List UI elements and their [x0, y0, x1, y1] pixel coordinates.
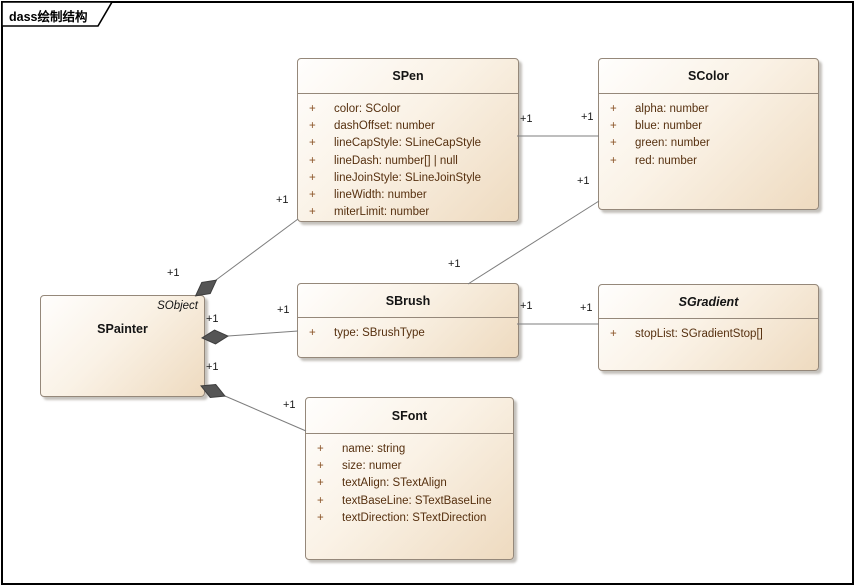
visibility-marker: +	[309, 119, 316, 132]
attribute-text: green: number	[635, 137, 710, 150]
visibility-marker: +	[309, 102, 316, 115]
multiplicity-label: +1	[276, 194, 289, 206]
attribute-row[interactable]: + dashOffset: number	[298, 117, 518, 134]
visibility-marker: +	[610, 327, 617, 340]
attribute-row[interactable]: + blue: number	[599, 117, 818, 134]
composition-diamond-icon	[200, 329, 230, 345]
attribute-row[interactable]: + color: SColor	[298, 100, 518, 117]
class-title: SFont	[306, 398, 513, 434]
attribute-text: size: numer	[342, 459, 402, 472]
attribute-row[interactable]: + textBaseLine: STextBaseLine	[306, 492, 513, 509]
multiplicity-label: +1	[206, 313, 219, 325]
visibility-marker: +	[317, 477, 324, 490]
attribute-row[interactable]: + red: number	[599, 152, 818, 169]
connector-spainter-sbrush[interactable]	[227, 330, 299, 337]
class-spen[interactable]: SPen + color: SColor + dashOffset: number …	[297, 58, 519, 222]
attribute-compartment: + alpha: number + blue: number + green: num…	[599, 94, 818, 169]
visibility-marker: +	[309, 171, 316, 184]
composition-diamond-icon	[194, 279, 218, 297]
stereotype-label: SObject	[157, 300, 198, 312]
class-title: SColor	[599, 59, 818, 94]
connector-sbrush-scolor[interactable]	[467, 200, 600, 285]
multiplicity-label: +1	[577, 175, 590, 187]
attribute-text: name: string	[342, 442, 406, 455]
visibility-marker: +	[610, 102, 617, 115]
attribute-row[interactable]: + size: numer	[306, 457, 513, 474]
visibility-marker: +	[309, 189, 316, 202]
attribute-row[interactable]: + lineWidth: number	[298, 186, 518, 203]
class-title: SPen	[298, 59, 518, 94]
attribute-text: blue: number	[635, 119, 703, 132]
visibility-marker: +	[309, 206, 316, 219]
multiplicity-label: +1	[448, 258, 461, 270]
attribute-compartment: + name: string + size: numer + textAlign: S…	[306, 434, 513, 526]
class-title: SGradient	[599, 285, 818, 319]
attribute-row[interactable]: + lineDash: number[] | null	[298, 152, 518, 169]
multiplicity-label: +1	[277, 304, 290, 316]
class-sbrush[interactable]: SBrush + type: SBrushType	[297, 283, 519, 358]
visibility-marker: +	[309, 154, 316, 167]
class-sgradient[interactable]: SGradient + stopList: SGradientStop[]	[598, 284, 819, 371]
attribute-text: textAlign: STextAlign	[342, 477, 447, 490]
multiplicity-label: +1	[206, 361, 219, 373]
attribute-text: miterLimit: number	[334, 206, 430, 219]
multiplicity-label: +1	[580, 302, 593, 314]
visibility-marker: +	[317, 442, 324, 455]
attribute-text: type: SBrushType	[334, 326, 425, 339]
attribute-text: stopList: SGradientStop[]	[635, 327, 763, 340]
attribute-row[interactable]: + name: string	[306, 440, 513, 457]
attribute-row[interactable]: + lineCapStyle: SLineCapStyle	[298, 135, 518, 152]
visibility-marker: +	[317, 494, 324, 507]
visibility-marker: +	[610, 119, 617, 132]
attribute-text: lineJoinStyle: SLineJoinStyle	[334, 171, 482, 184]
multiplicity-label: +1	[167, 267, 180, 279]
attribute-text: dashOffset: number	[334, 119, 435, 132]
class-title: SBrush	[298, 284, 518, 318]
attribute-row[interactable]: + green: number	[599, 135, 818, 152]
attribute-text: red: number	[635, 154, 698, 167]
attribute-row[interactable]: + alpha: number	[599, 100, 818, 117]
attribute-text: textBaseLine: STextBaseLine	[342, 494, 492, 507]
attribute-row[interactable]: + miterLimit: number	[298, 204, 518, 221]
multiplicity-label: +1	[520, 300, 533, 312]
visibility-marker: +	[317, 459, 324, 472]
visibility-marker: +	[610, 137, 617, 150]
attribute-row[interactable]: + textDirection: STextDirection	[306, 509, 513, 526]
composition-diamond-icon	[200, 384, 226, 398]
visibility-marker: +	[309, 137, 316, 150]
connector-spainter-spen[interactable]	[215, 218, 299, 281]
class-title: SPainter	[97, 322, 148, 336]
attribute-row[interactable]: + lineJoinStyle: SLineJoinStyle	[298, 169, 518, 186]
visibility-marker: +	[317, 511, 324, 524]
class-sfont[interactable]: SFont + name: string + size: numer + textAl…	[305, 397, 514, 560]
multiplicity-label: +1	[283, 399, 296, 411]
attribute-row[interactable]: + textAlign: STextAlign	[306, 475, 513, 492]
visibility-marker: +	[610, 154, 617, 167]
multiplicity-label: +1	[520, 113, 533, 125]
multiplicity-label: +1	[581, 111, 594, 123]
frame-title: dass绘制结构	[9, 10, 88, 24]
attribute-text: lineCapStyle: SLineCapStyle	[334, 137, 482, 150]
attribute-text: lineWidth: number	[334, 189, 427, 202]
class-spainter[interactable]: SObject SPainter	[40, 295, 205, 397]
attribute-row[interactable]: + type: SBrushType	[298, 324, 518, 341]
visibility-marker: +	[309, 326, 316, 339]
attribute-text: lineDash: number[] | null	[334, 154, 458, 167]
attribute-text: color: SColor	[334, 102, 401, 115]
attribute-compartment: + color: SColor + dashOffset: number + line…	[298, 94, 518, 221]
attribute-row[interactable]: + stopList: SGradientStop[]	[599, 325, 818, 342]
attribute-compartment: + stopList: SGradientStop[]	[599, 319, 818, 342]
frame-label-tab	[1, 1, 114, 27]
attribute-text: textDirection: STextDirection	[342, 511, 487, 524]
class-scolor[interactable]: SColor + alpha: number + blue: number + gre…	[598, 58, 819, 210]
attribute-text: alpha: number	[635, 102, 709, 115]
attribute-compartment: + type: SBrushType	[298, 318, 518, 341]
connector-spainter-sfont[interactable]	[224, 395, 307, 432]
